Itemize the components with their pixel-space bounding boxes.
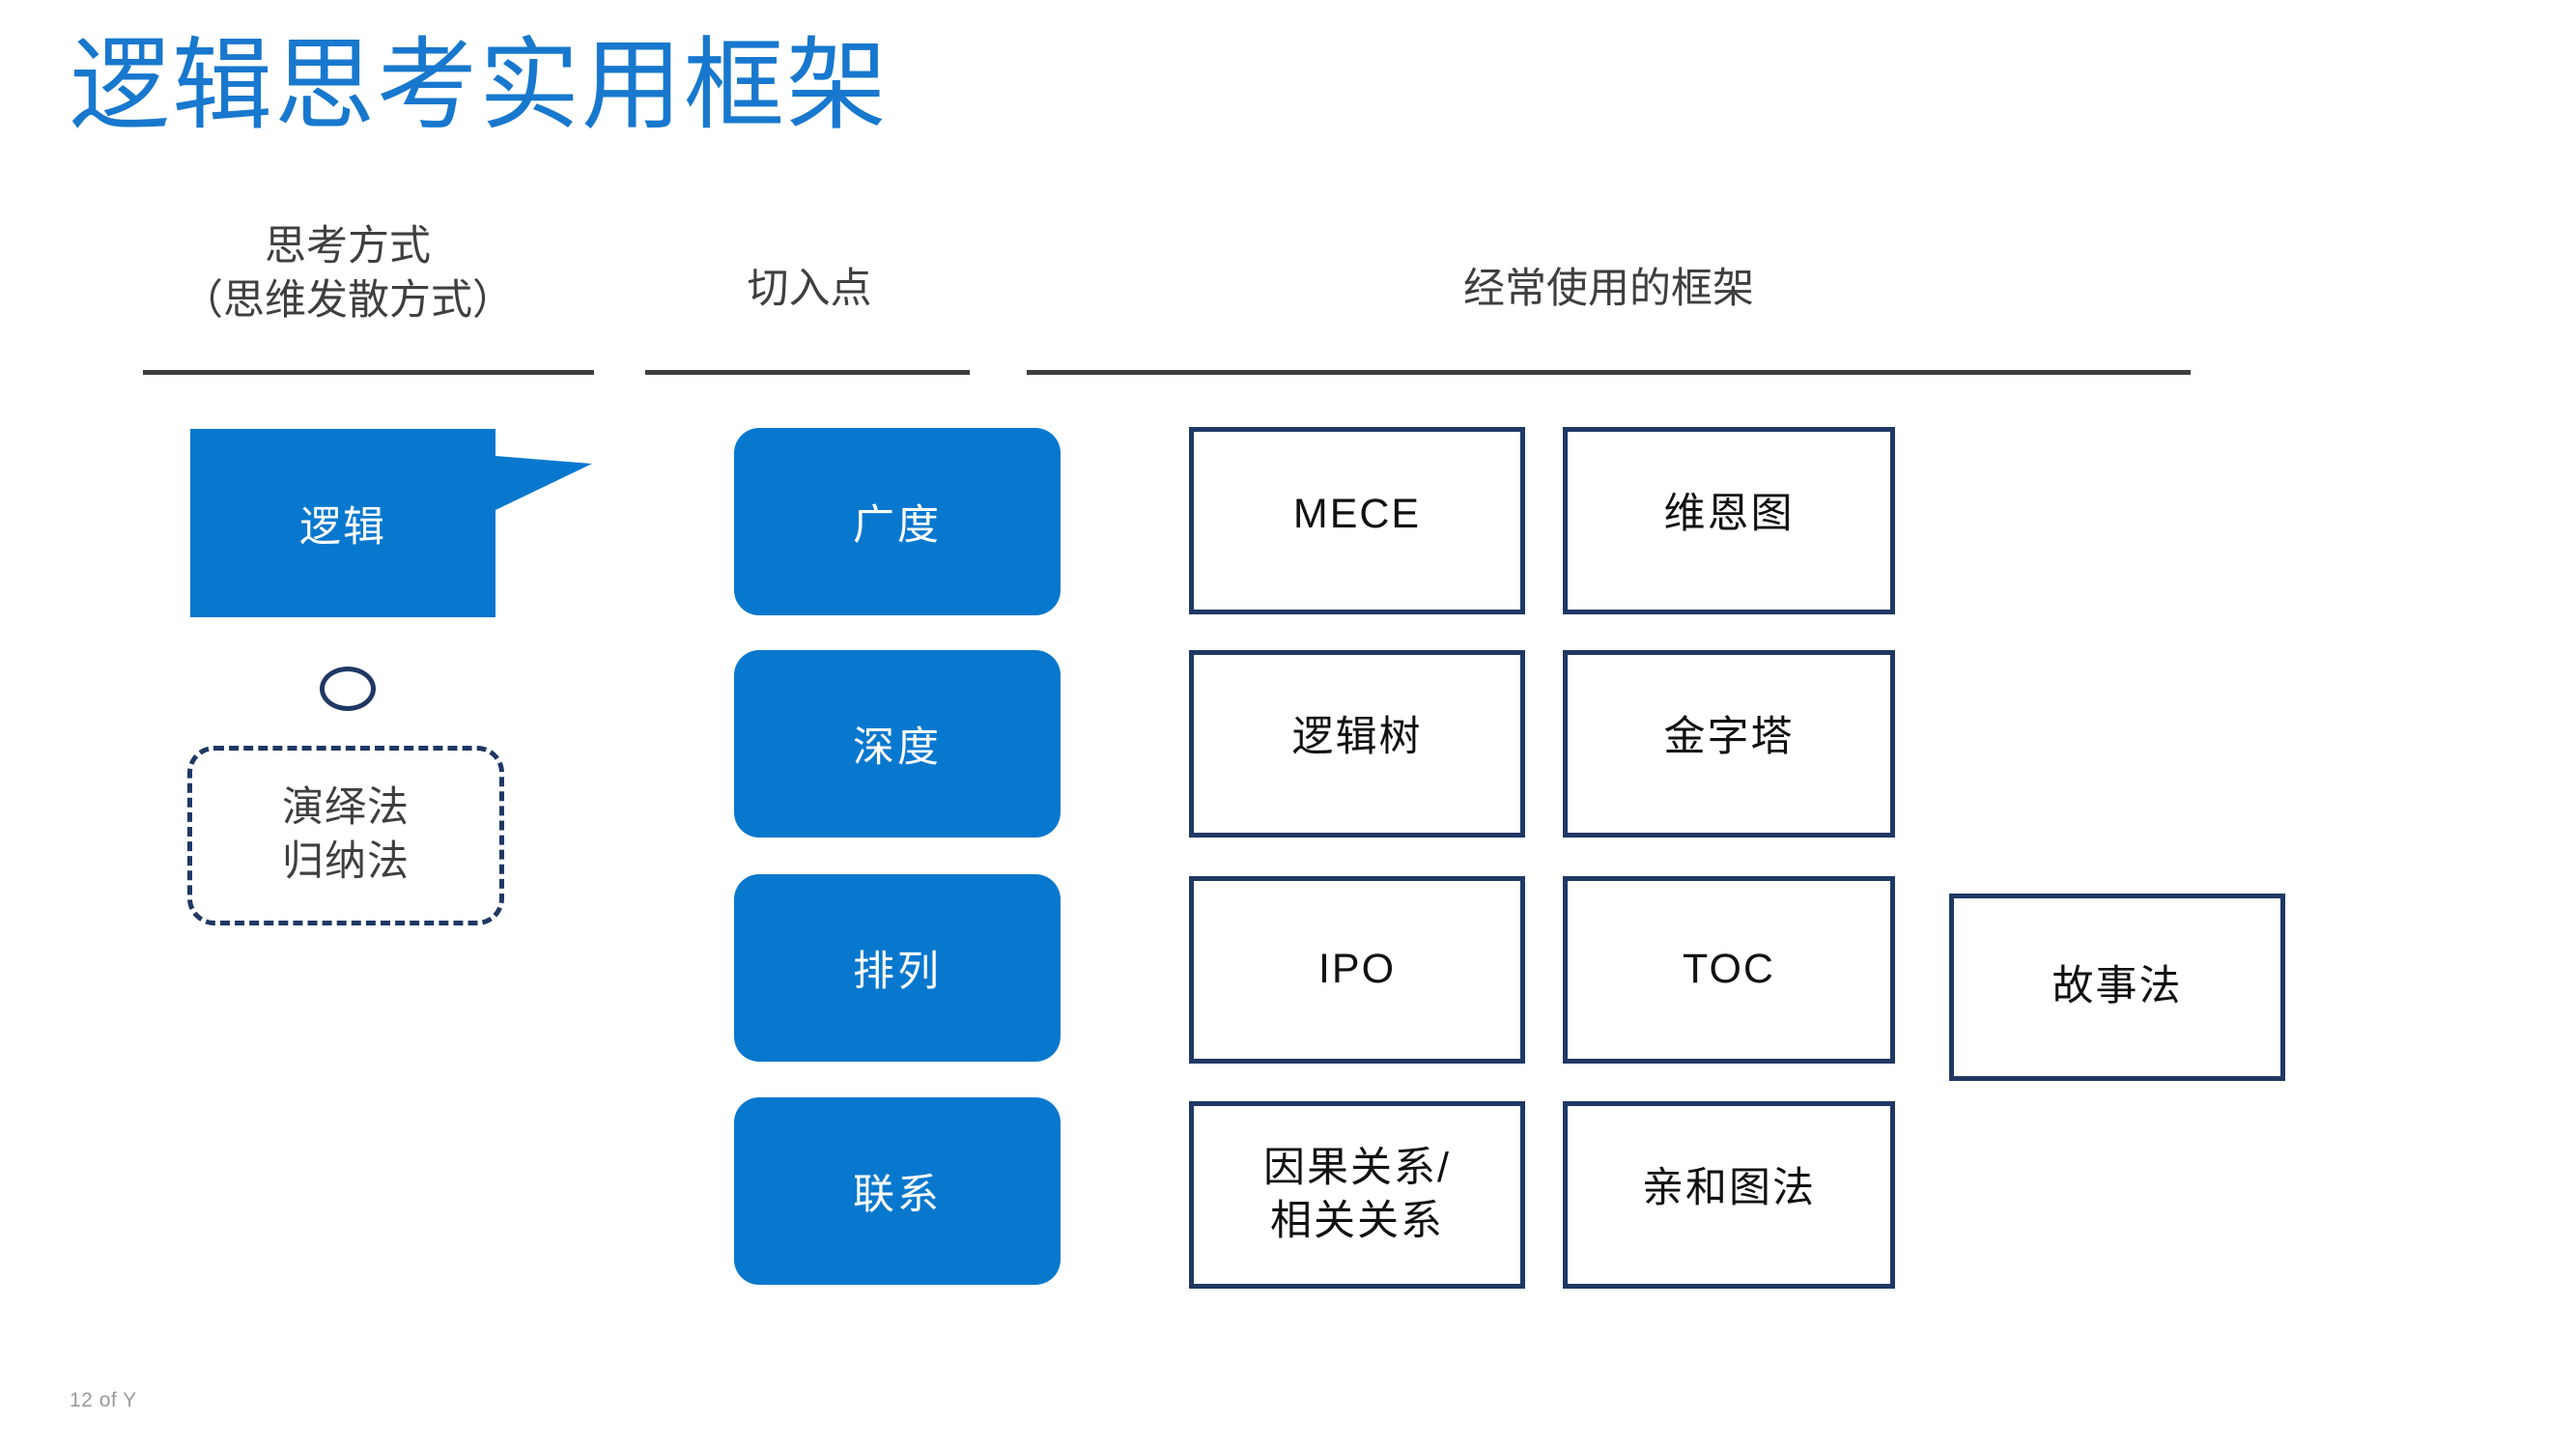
- framework-box-logic-tree[interactable]: 逻辑树: [1189, 650, 1525, 838]
- framework-box-toc[interactable]: TOC: [1563, 876, 1895, 1064]
- column-header-thinking-mode: 思考方式 （思维发散方式）: [182, 223, 514, 324]
- dashed-methods-box[interactable]: 演绎法 归纳法: [187, 746, 504, 925]
- slide-number: 12 of Y: [70, 1389, 137, 1411]
- page-title: 逻辑思考实用框架: [70, 30, 890, 142]
- entry-point-breadth[interactable]: 广度: [734, 428, 1061, 615]
- framework-box-storytelling[interactable]: 故事法: [1949, 894, 2285, 1081]
- column-rule-frameworks: [1027, 370, 2191, 375]
- speech-bubble-label: 逻辑: [299, 503, 386, 551]
- speech-bubble-shape: [190, 429, 592, 617]
- column-header-frameworks: 经常使用的框架: [1463, 266, 1754, 312]
- framework-box-mece[interactable]: MECE: [1189, 427, 1525, 614]
- framework-box-ipo[interactable]: IPO: [1189, 876, 1525, 1064]
- column-rule-entry-point: [645, 370, 970, 375]
- entry-point-arrangement[interactable]: 排列: [734, 874, 1061, 1062]
- framework-box-affinity-diagram[interactable]: 亲和图法: [1563, 1101, 1895, 1289]
- framework-box-causal-correlation[interactable]: 因果关系/ 相关关系: [1189, 1101, 1525, 1289]
- column-rule-thinking-mode: [143, 370, 594, 375]
- column-header-entry-point: 切入点: [747, 266, 872, 312]
- method-label-deductive: 演绎法: [282, 784, 410, 832]
- entry-point-connection[interactable]: 联系: [734, 1097, 1061, 1285]
- speech-bubble-logic[interactable]: 逻辑: [190, 429, 592, 617]
- connector-ellipse-icon: [320, 667, 376, 711]
- framework-box-pyramid[interactable]: 金字塔: [1563, 650, 1895, 838]
- method-label-inductive: 归纳法: [282, 838, 410, 885]
- entry-point-depth[interactable]: 深度: [734, 650, 1061, 838]
- framework-box-venn-diagram[interactable]: 维恩图: [1563, 427, 1895, 614]
